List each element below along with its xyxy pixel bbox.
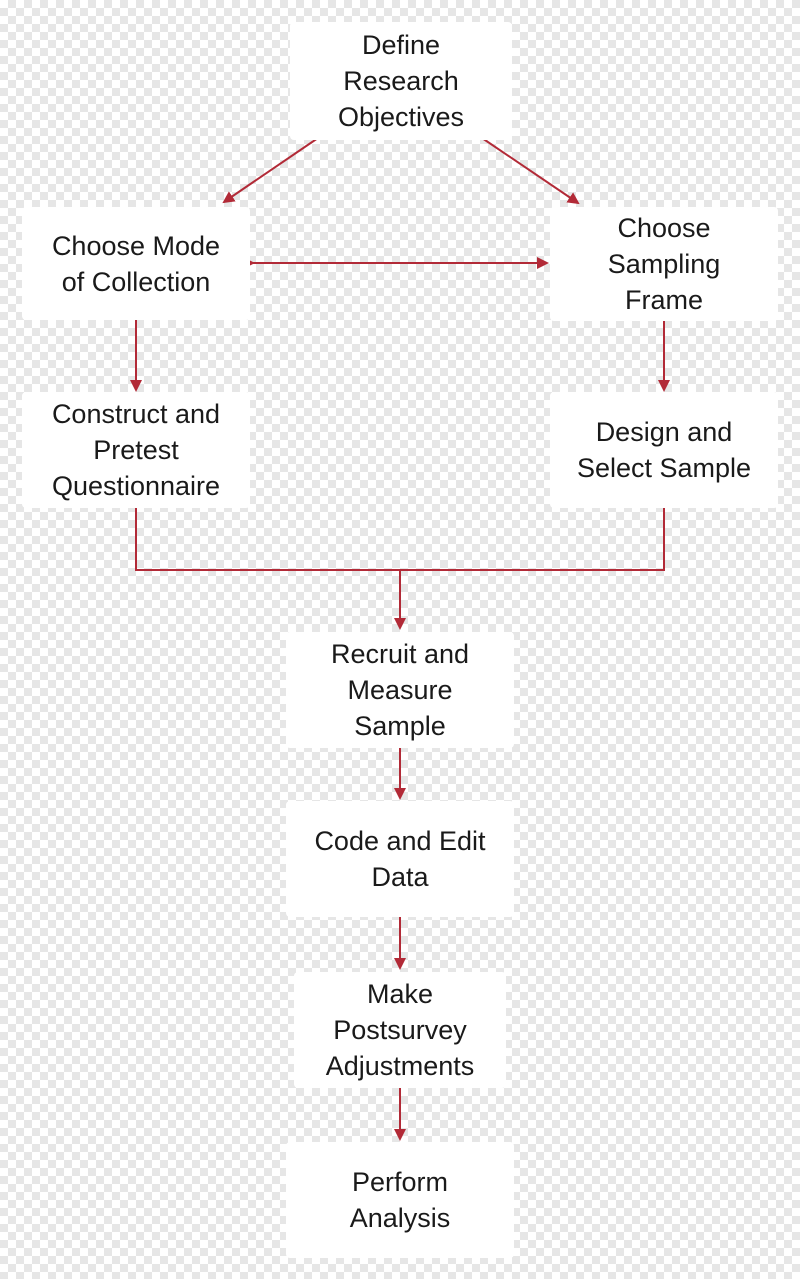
arrow-define-to-frame [481, 137, 580, 205]
arrow-define-to-mode [222, 137, 319, 204]
node-perform-analysis: Perform Analysis [286, 1142, 514, 1258]
node-choose-mode-of-collection: Choose Mode of Collection [22, 207, 250, 320]
node-choose-sampling-frame: Choose Sampling Frame [550, 207, 778, 321]
node-construct-and-pretest-questionnaire: Construct and Pretest Questionnaire [22, 392, 250, 508]
node-code-and-edit-data: Code and Edit Data [286, 801, 514, 917]
node-define-research-objectives: Define Research Objectives [290, 22, 512, 140]
connector-design-merge [400, 508, 665, 571]
node-recruit-and-measure-sample: Recruit and Measure Sample [286, 632, 514, 748]
connector-construct-merge [135, 508, 400, 571]
node-make-postsurvey-adjustments: Make Postsurvey Adjustments [294, 972, 506, 1088]
node-design-and-select-sample: Design and Select Sample [550, 392, 778, 508]
